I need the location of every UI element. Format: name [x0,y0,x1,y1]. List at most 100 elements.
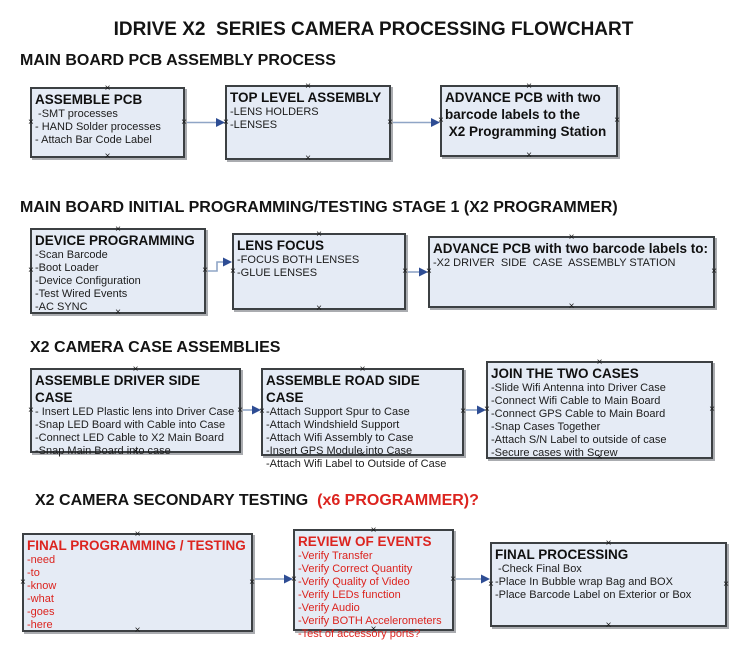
box-item: -to [27,567,40,579]
box-item: -Attach Support Spur to Case [266,406,410,418]
box-title: TOP LEVEL ASSEMBLY [230,90,382,105]
box-item: -Slide Wifi Antenna into Driver Case [491,382,666,394]
box-item: -need [27,554,56,566]
connector-handle-icon: × [202,265,208,276]
flow-box-device-programming: DEVICE PROGRAMMING -Scan Barcode -Boot L… [28,225,208,318]
box-item: -Test Wired Events [35,288,128,300]
connector-handle-icon: × [249,576,255,588]
box-item: -LENSES [230,119,278,131]
connector-handle-icon: × [28,404,34,416]
connector-handle-icon: × [181,116,187,128]
box-title: DEVICE PROGRAMMING [35,233,195,248]
box-item: -Snap Main Board into case [35,445,171,457]
box-item: -Connect Wifi Cable to Main Board [491,395,661,407]
connector-arrow-lens-focus-to-advance [408,267,428,277]
box-title: ASSEMBLE ROAD SIDE CASE [266,373,424,405]
connector-handle-icon: × [484,404,490,415]
connector-handle-icon: × [387,116,393,128]
box-item: -here [27,619,53,631]
connector-arrow-road-case-to-join-cases [466,405,486,415]
box-item: -Attach Windshield Support [266,419,400,431]
flow-box-final-programming-testing: FINAL PROGRAMMING / TESTING -need -to -k… [20,530,255,636]
connector-handle-icon: × [460,406,466,417]
box-item: -know [27,580,57,592]
box-item: -what [27,593,54,605]
box-item: -Verify Audio [298,602,360,614]
box-item: -Snap Cases Together [491,421,601,433]
connector-handle-icon: × [28,265,34,276]
box-item: -Verify Correct Quantity [298,563,413,575]
connector-handle-icon: × [104,151,111,162]
box-item: -Verify Quality of Video [298,576,410,588]
box-item: -Connect LED Cable to X2 Main Board [35,432,224,444]
section-heading-programmer-question: (x6 PROGRAMMER)? [317,492,479,509]
connector-handle-icon: × [316,303,322,314]
box-item: -Verify Transfer [298,550,373,562]
connector-handle-icon: × [20,576,26,588]
box-item: - HAND Solder processes [35,121,161,133]
flow-box-assemble-driver-side-case: ASSEMBLE DRIVER SIDE CASE - Insert LED P… [28,365,243,458]
connector-handle-icon: × [526,150,532,161]
box-title: ASSEMBLE PCB [35,92,143,107]
flow-box-top-level-assembly: TOP LEVEL ASSEMBLY -LENS HOLDERS -LENSES… [223,82,393,164]
box-item: -Boot Loader [35,262,99,274]
box-item: -AC SYNC [35,301,88,313]
box-item: -Secure cases with Screw [491,447,618,459]
box-title: LENS FOCUS [237,238,325,253]
connector-handle-icon: × [291,574,297,585]
section-heading-pcb-assembly: MAIN BOARD PCB ASSEMBLY PROCESS [20,52,336,69]
connector-handle-icon: × [568,301,575,312]
box-item: -X2 DRIVER SIDE CASE ASSEMBLY STATION [433,257,676,269]
box-item: -Snap LED Board with Cable into Case [35,419,226,431]
connector-arrow-final-programming-to-review [255,574,293,584]
box-item: -Place Barcode Label on Exterior or Box [495,589,692,601]
flow-box-final-processing: FINAL PROCESSING -Check Final Box -Place… [488,539,729,631]
flow-box-join-the-two-cases: JOIN THE TWO CASES -Slide Wifi Antenna i… [484,358,715,463]
connector-handle-icon: × [230,265,236,277]
connector-handle-icon: × [259,406,265,417]
connector-arrow-driver-case-to-road-case [243,405,261,415]
box-item: -Attach S/N Label to outside of case [491,434,667,446]
connector-handle-icon: × [438,115,444,126]
box-item: -Scan Barcode [35,249,108,261]
connector-handle-icon: × [223,116,229,128]
connector-arrow-review-to-final-processing [456,574,490,584]
box-title: REVIEW OF EVENTS [298,534,432,549]
section-heading-initial-programming: MAIN BOARD INITIAL PROGRAMMING/TESTING S… [20,199,618,216]
box-item: -Verify BOTH Accelerometers [298,615,442,627]
box-item: -Attach Wifi Label to Outside of Case [266,458,447,470]
connector-arrow-assemble-pcb-to-top-level [187,118,225,127]
flow-box-assemble-pcb: ASSEMBLE PCB -SMT processes - HAND Solde… [28,84,187,162]
section-heading-case-assemblies: X2 CAMERA CASE ASSEMBLIES [30,339,281,356]
box-title: FINAL PROGRAMMING / TESTING [27,538,246,553]
connector-handle-icon: × [723,578,729,590]
box-item: -Device Configuration [35,275,141,287]
connector-handle-icon: × [605,620,612,631]
box-title: JOIN THE TWO CASES [491,366,639,381]
flow-box-advance-to-driver-side-station: ADVANCE PCB with two barcode labels to: … [426,233,717,312]
box-item: - Attach Bar Code Label [35,134,152,146]
box-item: -goes [27,606,55,618]
flow-box-assemble-road-side-case: ASSEMBLE ROAD SIDE CASE -Attach Support … [259,365,466,471]
box-item: -Verify LEDs function [298,589,401,601]
connector-handle-icon: × [426,266,432,277]
box-item: -Attach Wifi Assembly to Case [266,432,414,444]
connector-handle-icon: × [237,404,243,416]
flow-box-lens-focus: LENS FOCUS -FOCUS BOTH LENSES -GLUE LENS… [230,230,408,314]
box-title: ASSEMBLE DRIVER SIDE CASE [35,373,204,405]
flow-box-review-of-events: REVIEW OF EVENTS -Verify Transfer -Verif… [291,526,456,641]
box-item: -Place In Bubble wrap Bag and BOX [495,576,673,588]
connector-handle-icon: × [402,265,408,277]
connector-handle-icon: × [711,266,717,277]
connector-arrow-top-level-to-advance [393,118,440,127]
section-heading-secondary-testing-label: X2 CAMERA SECONDARY TESTING [35,492,318,509]
box-item: -LENS HOLDERS [230,106,319,118]
box-item: -Insert GPS Module into Case [266,445,413,457]
box-item: -FOCUS BOTH LENSES [237,254,360,266]
box-item: - Insert LED Plastic lens into Driver Ca… [35,406,235,418]
box-item: -Connect GPS Cable to Main Board [491,408,666,420]
flow-box-advance-to-programming-station: ADVANCE PCB with two barcode labels to t… [438,82,620,161]
connector-handle-icon: × [28,116,34,128]
page-title: IDRIVE X2 SERIES CAMERA PROCESSING FLOWC… [113,19,634,40]
